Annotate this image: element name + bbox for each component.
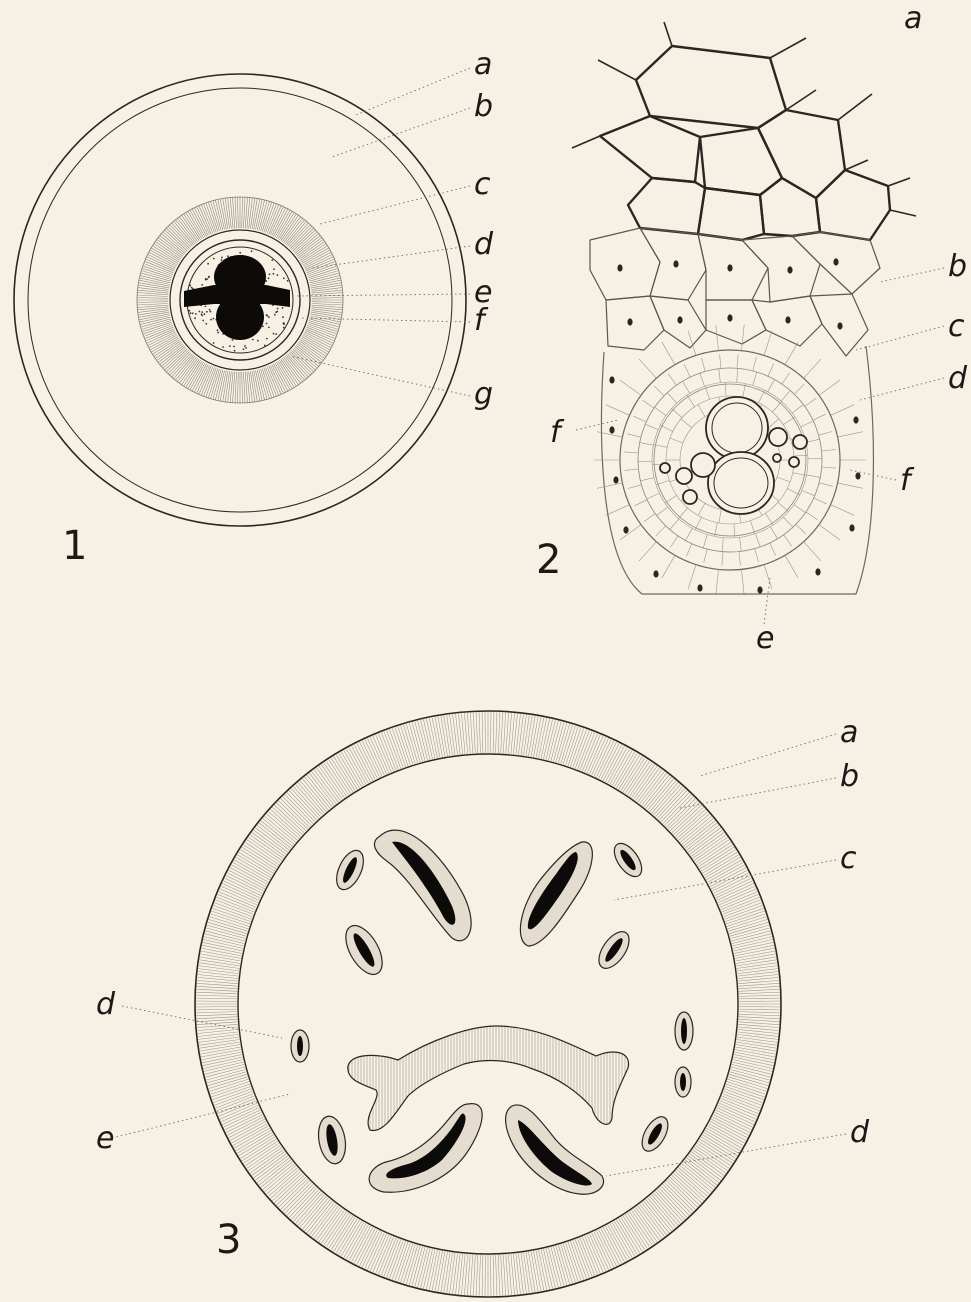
fig1-label-g: g	[474, 380, 493, 410]
fig1-label-a: a	[474, 50, 492, 80]
figure-2-drawing	[572, 22, 916, 595]
fig2-label-b: b	[948, 252, 967, 282]
fig3-label-a: a	[840, 718, 858, 748]
fig3-label-d-right: d	[850, 1118, 869, 1148]
fig3-label-e: e	[96, 1124, 114, 1154]
fig2-label-f-left: f	[550, 418, 561, 448]
fig2-number: 2	[536, 540, 561, 580]
fig3-central-plate	[348, 1026, 629, 1130]
fig3-label-c: c	[840, 844, 857, 874]
fig2-label-a: a	[904, 4, 922, 34]
fig2-vessels	[660, 397, 807, 514]
fig3-label-b: b	[840, 762, 859, 792]
fig3-inner-circle	[238, 754, 738, 1254]
fig2-label-f-right: f	[900, 466, 911, 496]
fig3-label-d-left: d	[96, 990, 115, 1020]
fig1-label-b: b	[474, 92, 493, 122]
fig2-label-c: c	[948, 312, 965, 342]
fig1-label-d: d	[474, 230, 493, 260]
fig1-number: 1	[62, 526, 87, 566]
fig1-label-f: f	[474, 306, 485, 336]
fig1-label-c: c	[474, 170, 491, 200]
fig3-vascular-bundles	[291, 830, 693, 1194]
fig3-outer-circle	[195, 711, 781, 1297]
fig2-label-d: d	[948, 364, 967, 394]
figure-1-drawing	[14, 74, 466, 526]
figure-3-drawing	[195, 711, 781, 1297]
fig2-epidermal-cells	[600, 46, 890, 240]
fig2-cell-wall-extensions	[572, 22, 916, 216]
fig2-label-e: e	[756, 624, 774, 654]
fig2-cortex-cells	[590, 228, 880, 356]
fig3-radial-band	[196, 712, 780, 1296]
fig3-number: 3	[216, 1220, 241, 1260]
